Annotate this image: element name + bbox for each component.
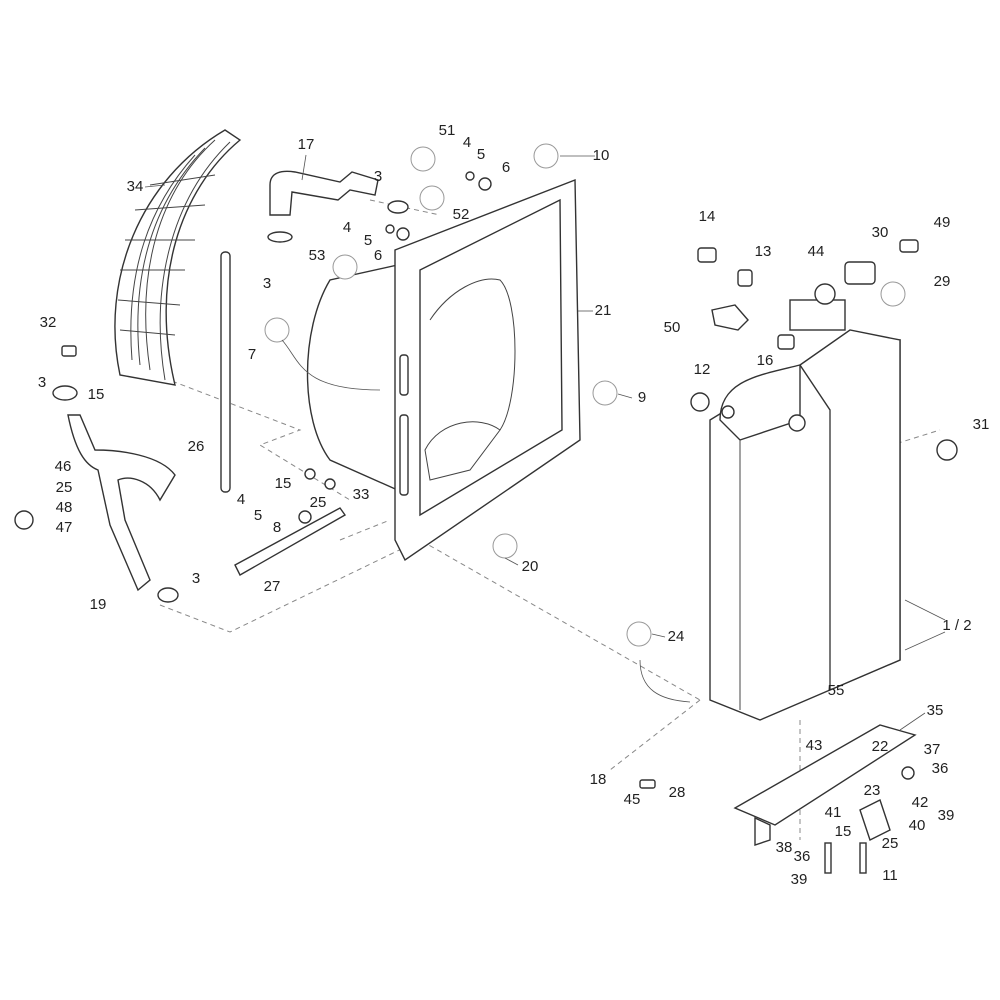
callout-label: 44 xyxy=(808,243,825,260)
callout-label: 15 xyxy=(275,475,292,492)
callout-label: 13 xyxy=(755,243,772,260)
callout-label: 37 xyxy=(924,741,941,758)
callout-label: 3 xyxy=(263,275,271,292)
callout-label: 38 xyxy=(776,839,793,856)
mounting-bracket xyxy=(733,724,917,846)
callout-label: 49 xyxy=(934,214,951,231)
callout-label: 36 xyxy=(932,760,949,777)
lower-hose xyxy=(67,414,176,592)
reference-symbols xyxy=(264,143,906,647)
callout-label: 46 xyxy=(55,458,72,475)
callout-label: 39 xyxy=(791,871,808,888)
lamp-ref-icon xyxy=(880,281,906,307)
seal-strip xyxy=(220,251,231,493)
callout-label: 53 xyxy=(309,247,326,264)
callout-label: 9 xyxy=(638,389,646,406)
hose-clamp xyxy=(157,587,179,603)
callout-label: 32 xyxy=(40,314,57,331)
callout-label: 35 xyxy=(927,702,944,719)
lamp-ref-icon xyxy=(264,317,290,343)
callout-label: 3 xyxy=(192,570,200,587)
callout-label: 15 xyxy=(88,386,105,403)
callout-label: 28 xyxy=(669,784,686,801)
callout-label: 25 xyxy=(56,479,73,496)
callout-label: 51 xyxy=(439,122,456,139)
callout-label: 45 xyxy=(624,791,641,808)
callout-label: 43 xyxy=(806,737,823,754)
callout-label: 36 xyxy=(794,848,811,865)
callout-label: 19 xyxy=(90,596,107,613)
callout-label: 34 xyxy=(127,178,144,195)
callout-label: 11 xyxy=(882,867,898,884)
fittings xyxy=(14,171,958,874)
callout-label: 25 xyxy=(310,494,327,511)
callout-label: 3 xyxy=(38,374,46,391)
callout-label: 21 xyxy=(595,302,612,319)
callout-label: 39 xyxy=(938,807,955,824)
book-ref-icon xyxy=(592,380,618,406)
callout-label: 48 xyxy=(56,499,73,516)
book-ref-icon xyxy=(626,621,652,647)
upper-hose xyxy=(269,170,379,216)
callout-label: 24 xyxy=(668,628,685,645)
callout-label: 33 xyxy=(353,486,370,503)
callout-label: 55 xyxy=(828,682,845,699)
callout-label: 4 xyxy=(237,491,245,508)
callout-label: 18 xyxy=(590,771,607,788)
callout-label: 4 xyxy=(343,219,351,236)
callout-label: 6 xyxy=(502,159,510,176)
callout-label: 31 xyxy=(973,416,990,433)
callout-label: 25 xyxy=(882,835,899,852)
book-ref-icon xyxy=(410,146,436,172)
callout-label: 16 xyxy=(757,352,774,369)
callout-label: 22 xyxy=(872,738,889,755)
hose-clamp xyxy=(267,231,293,243)
fan-shroud xyxy=(306,178,581,562)
hose-clamp xyxy=(387,200,409,214)
mounting-strip xyxy=(234,507,347,576)
hose-clamp xyxy=(52,385,78,401)
callout-label: 30 xyxy=(872,224,889,241)
callout-label: 8 xyxy=(273,519,281,536)
callout-label: 20 xyxy=(522,558,539,575)
callout-label: 40 xyxy=(909,817,926,834)
callout-label: 15 xyxy=(835,823,852,840)
book-ref-icon xyxy=(492,533,518,559)
callout-label: 14 xyxy=(699,208,716,225)
callout-label: 42 xyxy=(912,794,929,811)
callout-label: 50 xyxy=(664,319,681,336)
callout-label: 41 xyxy=(825,804,842,821)
callout-label: 1 / 2 xyxy=(942,617,971,634)
callout-label: 26 xyxy=(188,438,205,455)
book-ref-icon xyxy=(332,254,358,280)
callout-label: 4 xyxy=(463,134,471,151)
callout-label: 7 xyxy=(248,346,256,363)
callout-label: 12 xyxy=(694,361,711,378)
book-ref-icon xyxy=(533,143,559,169)
leader-lines xyxy=(144,154,946,731)
callout-label: 3 xyxy=(374,168,382,185)
fan-guard xyxy=(114,129,242,386)
callout-label: 27 xyxy=(264,578,281,595)
callout-label: 47 xyxy=(56,519,73,536)
callout-label: 52 xyxy=(453,206,470,223)
callout-label: 5 xyxy=(364,232,372,249)
callout-label: 5 xyxy=(254,507,262,524)
assembly-dashed-lines xyxy=(129,199,941,840)
callout-labels: 51 4 5 6 10 17 34 3 4 5 52 6 53 3 14 13 … xyxy=(38,122,990,888)
book-ref-icon xyxy=(419,185,445,211)
callout-label: 10 xyxy=(593,147,610,164)
callout-label: 6 xyxy=(374,247,382,264)
callout-label: 5 xyxy=(477,146,485,163)
radiator xyxy=(709,299,901,721)
callout-label: 17 xyxy=(298,136,315,153)
callout-label: 23 xyxy=(864,782,881,799)
callout-label: 29 xyxy=(934,273,951,290)
